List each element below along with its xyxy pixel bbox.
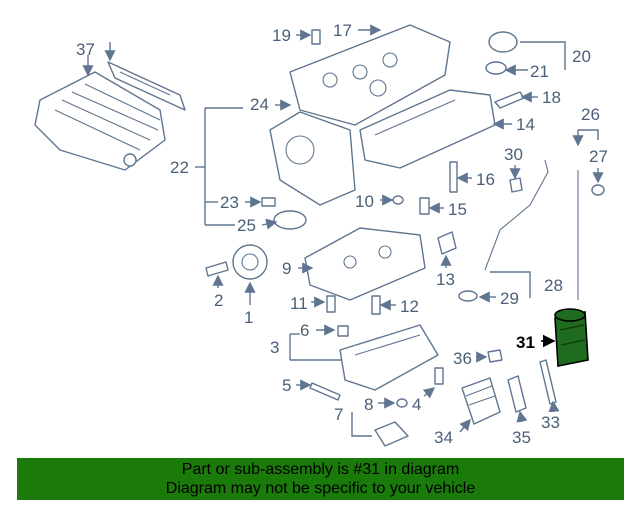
callout-19: 19 [272,26,291,45]
callout-24: 24 [250,95,269,114]
callout-16: 16 [476,170,495,189]
callout-35: 36 [453,349,472,368]
callout-28: 28 [544,276,563,295]
callout-12: 12 [400,297,419,316]
callout-32: 33 [541,413,560,432]
oil-filter [554,308,589,367]
diagram-notice-banner: Part or sub-assembly is #31 in diagram D… [17,458,624,500]
callout-25: 25 [237,216,256,235]
callout-36: 37 [76,40,95,59]
callout-23: 23 [220,193,239,212]
callout-4: 4 [412,395,421,414]
callout-15: 15 [448,200,467,219]
front-seal [273,210,307,230]
callout-31-highlight: 31 [516,333,535,352]
callout-13: 13 [436,270,455,289]
notice-line-1: Part or sub-assembly is #31 in diagram [181,461,460,478]
callout-22: 22 [170,158,189,177]
callout-18: 18 [542,88,561,107]
callout-34: 35 [512,428,531,447]
callout-17: 17 [333,21,352,40]
callout-1: 1 [244,308,253,327]
callout-27: 27 [589,147,608,166]
oil-pump-housing [304,227,426,301]
callout-3: 3 [270,338,279,357]
notice-line-2: Diagram may not be specific to your vehi… [165,480,476,497]
callout-20: 20 [572,47,591,66]
callout-29: 29 [500,289,519,308]
callout-5: 5 [282,376,291,395]
callout-14: 14 [516,115,535,134]
parts-diagram: 37 17 19 20 21 18 14 22 24 23 [34,21,608,447]
intake-gasket [107,61,186,111]
callout-6: 6 [300,321,309,340]
callout-9: 9 [282,259,291,278]
callout-2: 2 [214,291,223,310]
intake-manifold [34,71,166,171]
callout-21: 21 [530,62,549,81]
oil-pan [339,324,439,391]
callout-7: 7 [334,405,343,424]
callout-10: 10 [355,192,374,211]
callout-26: 26 [581,105,600,124]
callout-11: 11 [290,294,308,313]
callout-30: 30 [504,145,523,164]
callout-8: 8 [364,395,373,414]
valve-cover [289,24,451,126]
timing-cover [269,111,356,206]
callout-33: 34 [434,428,453,447]
